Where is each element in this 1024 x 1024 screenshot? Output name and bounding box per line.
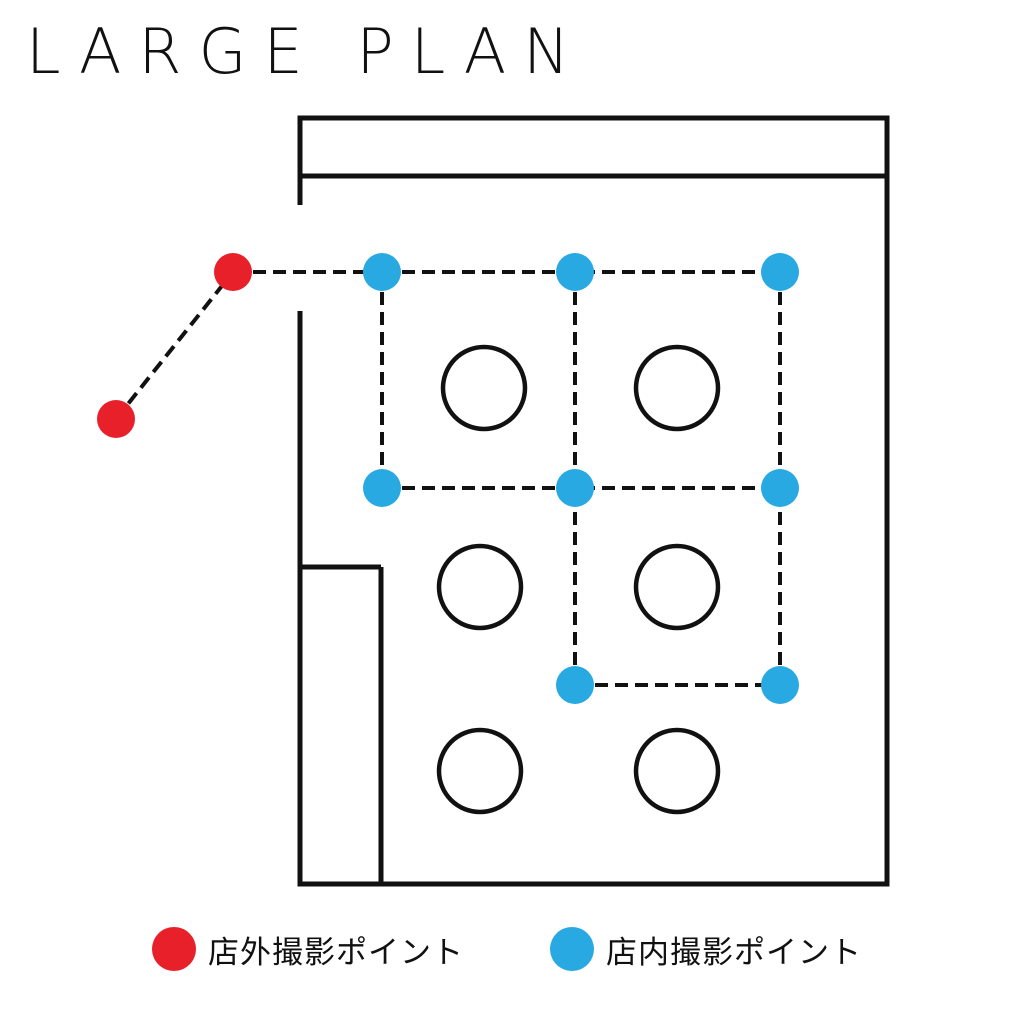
- walls: [297, 115, 890, 887]
- inside-shooting-point: [363, 253, 401, 291]
- round-table: [633, 344, 721, 432]
- inside-shooting-point: [556, 666, 594, 704]
- tables: [436, 344, 721, 815]
- legend-item-outside: 店外撮影ポイント: [152, 924, 464, 974]
- legend-item-inside: 店内撮影ポイント: [550, 924, 862, 974]
- outside-points: [97, 253, 252, 438]
- inside-points: [363, 253, 799, 704]
- round-table: [633, 727, 721, 815]
- inside-shooting-point: [761, 253, 799, 291]
- outer-wall: [297, 115, 890, 887]
- legend-label-inside: 店内撮影ポイント: [606, 934, 862, 971]
- page-title: LARGE PLAN: [26, 15, 587, 88]
- inside-shooting-point: [556, 469, 594, 507]
- inside-shooting-point: [761, 469, 799, 507]
- inside-shooting-point: [761, 666, 799, 704]
- route-segment: [114, 270, 235, 421]
- round-table: [436, 727, 524, 815]
- red-dot-icon: [152, 927, 196, 971]
- entrance-opening: [296, 205, 305, 311]
- round-table: [633, 543, 721, 631]
- outside-shooting-point: [97, 400, 135, 438]
- route-lines: [114, 270, 782, 687]
- round-table: [436, 543, 524, 631]
- legend-label-outside: 店外撮影ポイント: [208, 934, 464, 971]
- inside-shooting-point: [363, 469, 401, 507]
- inside-shooting-point: [556, 253, 594, 291]
- outside-shooting-point: [214, 253, 252, 291]
- round-table: [440, 344, 528, 432]
- blue-dot-icon: [550, 927, 594, 971]
